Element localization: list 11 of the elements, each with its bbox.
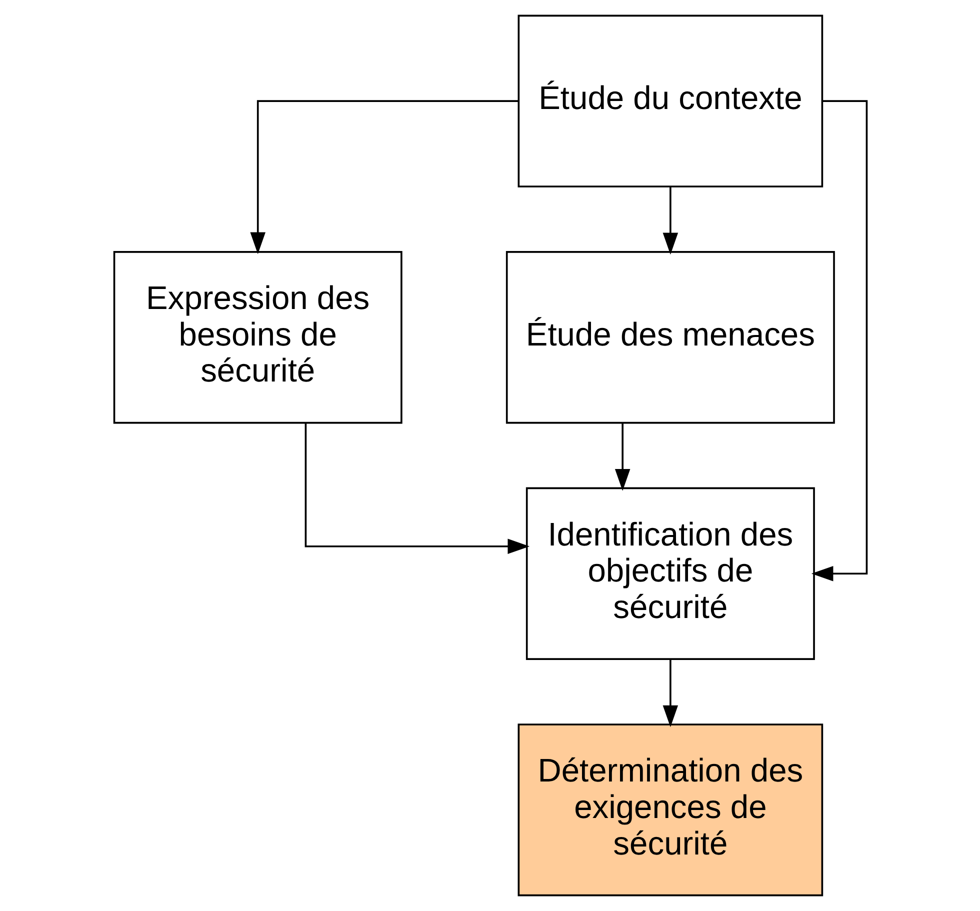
node-box: Étude des menaces — [505, 251, 834, 424]
node-box: Détermination des exigences de sécurité — [517, 724, 823, 896]
node-box: Identification des objectifs de sécurité — [525, 487, 814, 660]
arrow — [810, 100, 868, 582]
node-box: Étude du contexte — [517, 14, 823, 188]
arrow — [614, 423, 630, 491]
node-box: Expression des besoins de sécurité — [112, 251, 402, 424]
arrow — [662, 660, 678, 728]
arrow — [304, 422, 530, 554]
arrow — [662, 187, 678, 255]
arrow — [250, 100, 518, 254]
